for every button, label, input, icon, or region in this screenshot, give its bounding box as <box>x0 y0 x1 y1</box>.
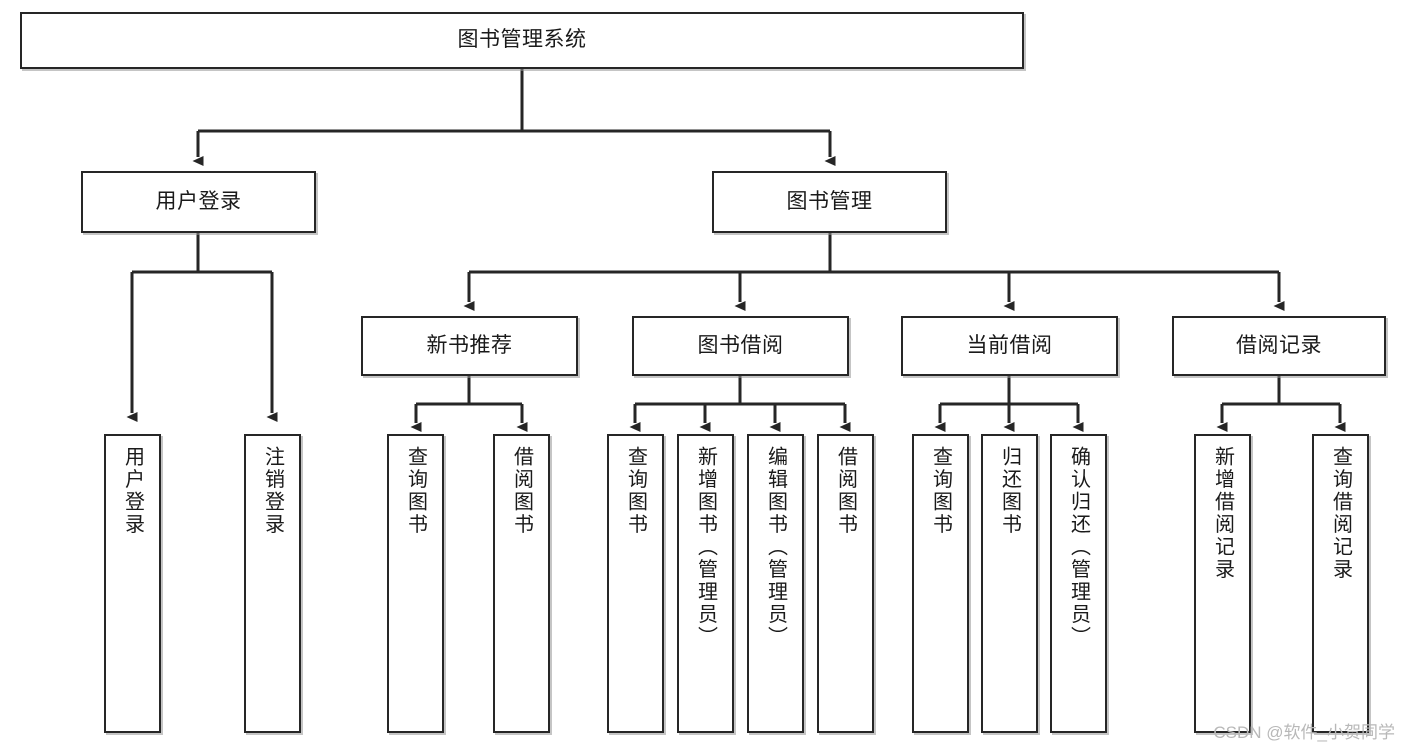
leaf-bb-add-book-label: 新增图书（管理员） <box>694 446 717 649</box>
leaf-bb-query-book[interactable]: 查询图书 <box>607 434 664 733</box>
node-current-borrow-label: 当前借阅 <box>966 333 1053 357</box>
watermark-text: CSDN @软件_小贺同学 <box>1213 723 1395 742</box>
node-user-login[interactable]: 用户登录 <box>81 171 316 233</box>
leaf-bb-edit-book[interactable]: 编辑图书（管理员） <box>747 434 804 733</box>
leaf-cb-return-book[interactable]: 归还图书 <box>981 434 1038 733</box>
node-book-manage[interactable]: 图书管理 <box>712 171 947 233</box>
leaf-br-add-record[interactable]: 新增借阅记录 <box>1194 434 1251 733</box>
node-current-borrow[interactable]: 当前借阅 <box>901 316 1118 376</box>
node-user-login-label: 用户登录 <box>155 189 242 213</box>
node-book-borrow-label: 图书借阅 <box>697 333 784 357</box>
leaf-user-login[interactable]: 用户登录 <box>104 434 161 733</box>
leaf-br-query-record[interactable]: 查询借阅记录 <box>1312 434 1369 733</box>
node-root-system[interactable]: 图书管理系统 <box>20 12 1024 69</box>
leaf-bb-edit-book-label: 编辑图书（管理员） <box>764 446 787 649</box>
leaf-br-add-record-label: 新增借阅记录 <box>1211 446 1234 581</box>
leaf-cb-query-book-label: 查询图书 <box>929 446 952 536</box>
leaf-bb-query-book-label: 查询图书 <box>624 446 647 536</box>
node-new-book-recommend[interactable]: 新书推荐 <box>361 316 578 376</box>
leaf-cb-confirm-return-label: 确认归还（管理员） <box>1067 446 1090 649</box>
leaf-cb-query-book[interactable]: 查询图书 <box>912 434 969 733</box>
node-borrow-record[interactable]: 借阅记录 <box>1172 316 1386 376</box>
node-book-borrow[interactable]: 图书借阅 <box>632 316 849 376</box>
leaf-nb-borrow-book[interactable]: 借阅图书 <box>493 434 550 733</box>
leaf-bb-add-book[interactable]: 新增图书（管理员） <box>677 434 734 733</box>
leaf-logout[interactable]: 注销登录 <box>244 434 301 733</box>
node-root-system-label: 图书管理系统 <box>457 28 587 52</box>
leaf-nb-query-book-label: 查询图书 <box>404 446 427 536</box>
leaf-cb-confirm-return[interactable]: 确认归还（管理员） <box>1050 434 1107 733</box>
leaf-logout-label: 注销登录 <box>261 446 284 536</box>
leaf-bb-borrow-book-label: 借阅图书 <box>834 446 857 536</box>
leaf-cb-return-book-label: 归还图书 <box>998 446 1021 536</box>
leaf-nb-query-book[interactable]: 查询图书 <box>387 434 444 733</box>
leaf-nb-borrow-book-label: 借阅图书 <box>510 446 533 536</box>
node-new-book-recommend-label: 新书推荐 <box>426 333 513 357</box>
leaf-bb-borrow-book[interactable]: 借阅图书 <box>817 434 874 733</box>
leaf-user-login-label: 用户登录 <box>121 446 144 536</box>
leaf-br-query-record-label: 查询借阅记录 <box>1329 446 1352 581</box>
node-borrow-record-label: 借阅记录 <box>1236 333 1322 357</box>
node-book-manage-label: 图书管理 <box>786 189 873 213</box>
